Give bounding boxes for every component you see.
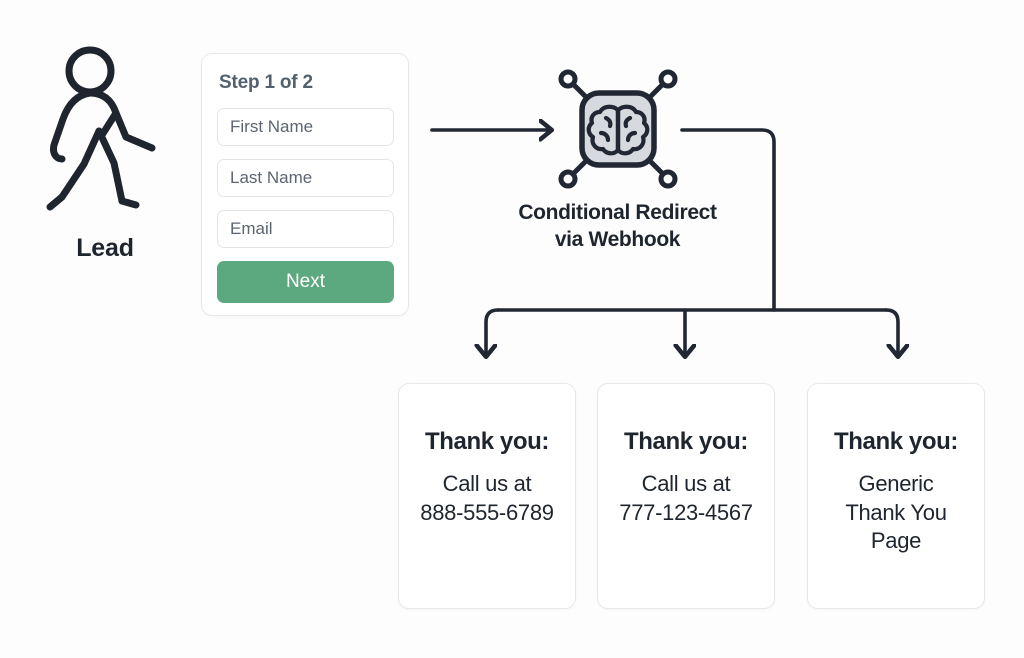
next-button-label: Next bbox=[285, 271, 326, 292]
outcome-heading: Thank you: bbox=[424, 428, 549, 455]
outcome-body: Call us at 777-123-4567 bbox=[598, 470, 774, 527]
lead-node: Lead bbox=[40, 45, 170, 263]
conditional-redirect-node: Conditional Redirect via Webhook bbox=[490, 58, 745, 254]
outcome-heading: Thank you: bbox=[833, 428, 958, 455]
email-input[interactable]: Email bbox=[217, 210, 394, 248]
form-step-title: Step 1 of 2 bbox=[219, 72, 313, 93]
email-placeholder: Email bbox=[230, 219, 273, 238]
outcome-card: Thank you: Generic Thank You Page bbox=[807, 383, 985, 609]
connector-branch-left bbox=[486, 308, 500, 355]
walking-person-icon bbox=[46, 46, 156, 211]
first-name-placeholder: First Name bbox=[230, 117, 314, 136]
outcome-body: Call us at 888-555-6789 bbox=[399, 470, 575, 527]
lead-label: Lead bbox=[76, 234, 134, 262]
webhook-caption-line-2: via Webhook bbox=[554, 227, 681, 251]
outcome-body-line-1: Generic bbox=[858, 471, 934, 496]
next-button[interactable]: Next bbox=[217, 261, 394, 303]
outcome-body-line-2: 777-123-4567 bbox=[619, 499, 753, 525]
webhook-icon-wrap bbox=[490, 58, 745, 200]
outcome-card: Thank you: Call us at 888-555-6789 bbox=[398, 383, 576, 609]
outcome-body: Generic Thank You Page bbox=[808, 470, 984, 556]
outcome-body-line-3: Page bbox=[870, 528, 922, 554]
webhook-caption: Conditional Redirect via Webhook bbox=[490, 200, 745, 254]
webhook-caption-line-1: Conditional Redirect bbox=[518, 201, 717, 224]
outcome-body-line-2: 888-555-6789 bbox=[420, 499, 554, 525]
outcome-heading: Thank you: bbox=[623, 428, 748, 455]
lead-capture-form-card: Step 1 of 2 First Name Last Name Email N… bbox=[201, 53, 409, 316]
outcome-card: Thank you: Call us at 777-123-4567 bbox=[597, 383, 775, 609]
connector-branch-right bbox=[884, 308, 898, 355]
outcome-body-line-2: Thank You bbox=[845, 499, 947, 525]
last-name-input[interactable]: Last Name bbox=[217, 159, 394, 197]
last-name-placeholder: Last Name bbox=[230, 168, 313, 187]
ai-brain-chip-icon bbox=[558, 69, 677, 189]
outcome-body-line-1: Call us at bbox=[442, 471, 532, 496]
outcome-body-line-1: Call us at bbox=[641, 471, 731, 496]
first-name-input[interactable]: First Name bbox=[217, 108, 394, 146]
